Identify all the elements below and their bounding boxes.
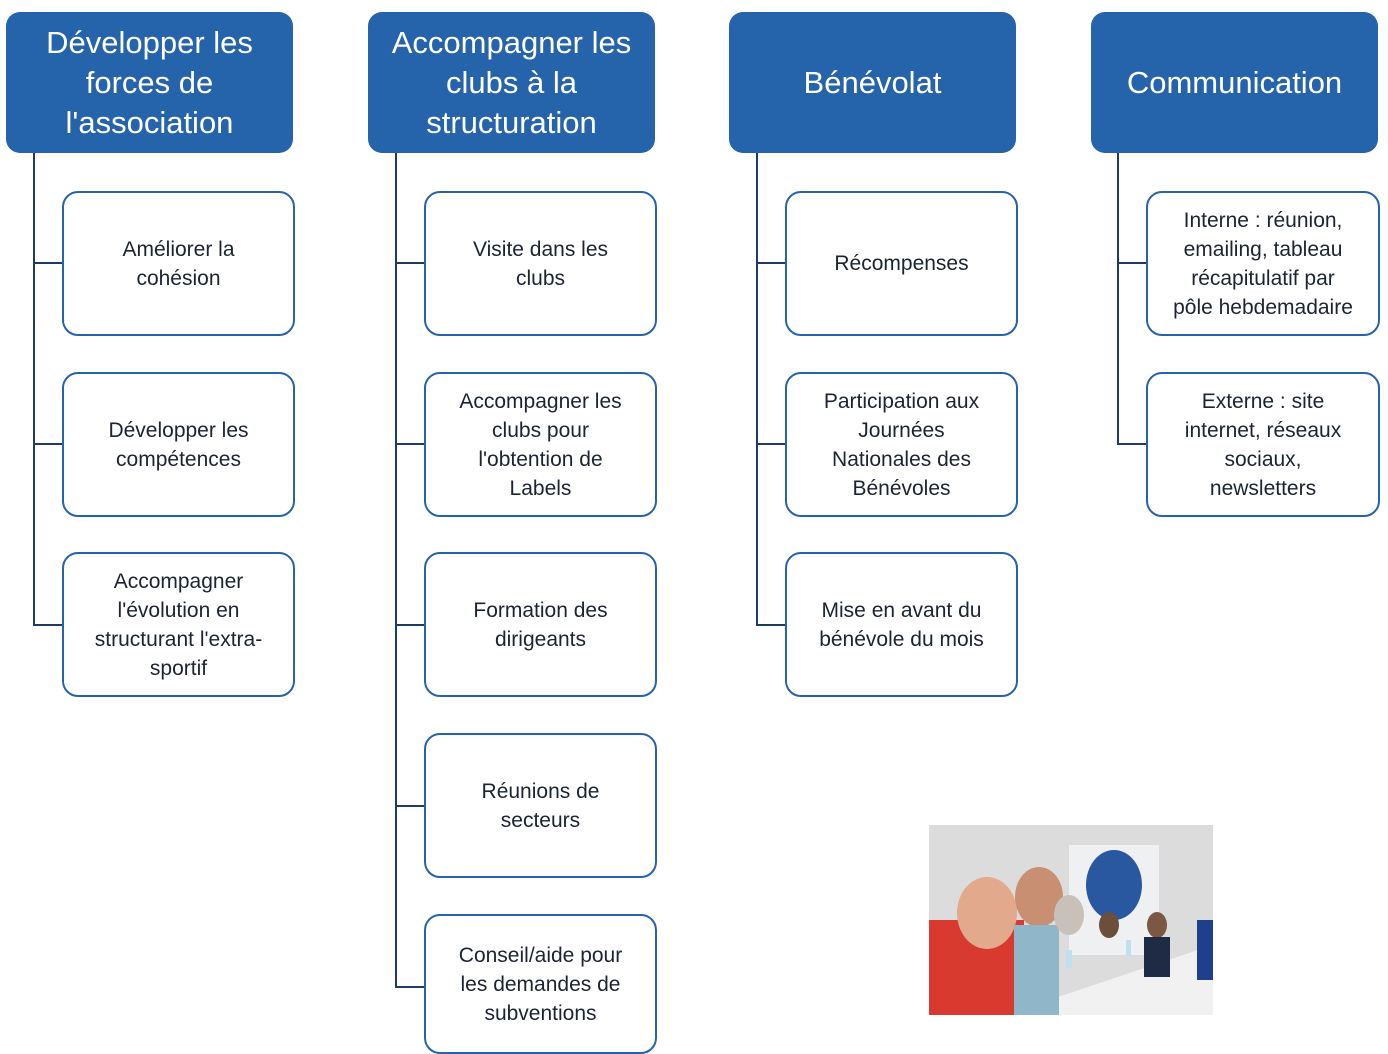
connector-branch <box>395 986 425 988</box>
connector-trunk <box>1117 153 1119 444</box>
item-label: Réunions de secteurs <box>481 779 600 832</box>
item-label: Développer les compétences <box>108 418 249 471</box>
connector-branch <box>1117 262 1147 264</box>
column-header-communication: Communication <box>1091 12 1378 153</box>
connector-branch <box>756 443 786 445</box>
column-header-forces: Développer les forces de l'association <box>6 12 293 153</box>
connector-branch <box>33 262 63 264</box>
connector-branch <box>395 443 425 445</box>
connector-branch <box>33 624 63 626</box>
connector-branch <box>395 624 425 626</box>
item-box: Améliorer la cohésion <box>62 191 295 336</box>
item-label: Conseil/aide pour les demandes de subven… <box>458 943 623 1025</box>
connector-branch <box>1117 443 1147 445</box>
connector-branch <box>756 262 786 264</box>
connector-trunk <box>33 153 35 625</box>
item-box: Conseil/aide pour les demandes de subven… <box>424 914 657 1054</box>
meeting-photo-icon <box>929 825 1213 1015</box>
column-header-benevolat: Bénévolat <box>729 12 1016 153</box>
item-box: Réunions de secteurs <box>424 733 657 878</box>
item-label: Externe : site internet, réseaux sociaux… <box>1184 389 1342 500</box>
item-label: Participation aux Journées Nationales de… <box>823 389 980 500</box>
item-box: Formation des dirigeants <box>424 552 657 697</box>
item-box: Participation aux Journées Nationales de… <box>785 372 1018 517</box>
column-header-label: Développer les forces de l'association <box>46 24 253 140</box>
item-box: Récompenses <box>785 191 1018 336</box>
item-box: Accompagner les clubs pour l'obtention d… <box>424 372 657 517</box>
item-label: Mise en avant du bénévole du mois <box>819 598 984 651</box>
item-label: Accompagner les clubs pour l'obtention d… <box>459 389 622 500</box>
connector-branch <box>395 262 425 264</box>
connector-branch <box>395 805 425 807</box>
item-label: Visite dans les clubs <box>472 237 609 290</box>
item-box: Externe : site internet, réseaux sociaux… <box>1146 372 1380 517</box>
column-header-label: Communication <box>1126 64 1343 100</box>
item-box: Développer les compétences <box>62 372 295 517</box>
connector-branch <box>756 624 786 626</box>
column-header-label: Bénévolat <box>803 64 942 100</box>
meeting-photo <box>929 825 1213 1015</box>
item-label: Formation des dirigeants <box>473 598 608 651</box>
item-label: Récompenses <box>834 252 969 275</box>
item-box: Interne : réunion, emailing, tableau réc… <box>1146 191 1380 336</box>
item-label: Accompagner l'évolution en structurant l… <box>94 569 263 680</box>
item-box: Accompagner l'évolution en structurant l… <box>62 552 295 697</box>
connector-branch <box>33 443 63 445</box>
item-label: Améliorer la cohésion <box>122 237 235 290</box>
column-header-structuration: Accompagner les clubs à la structuration <box>368 12 655 153</box>
connector-trunk <box>756 153 758 625</box>
column-header-label: Accompagner les clubs à la structuration <box>391 24 632 140</box>
item-label: Interne : réunion, emailing, tableau réc… <box>1173 208 1353 319</box>
item-box: Mise en avant du bénévole du mois <box>785 552 1018 697</box>
connector-trunk <box>395 153 397 987</box>
item-box: Visite dans les clubs <box>424 191 657 336</box>
